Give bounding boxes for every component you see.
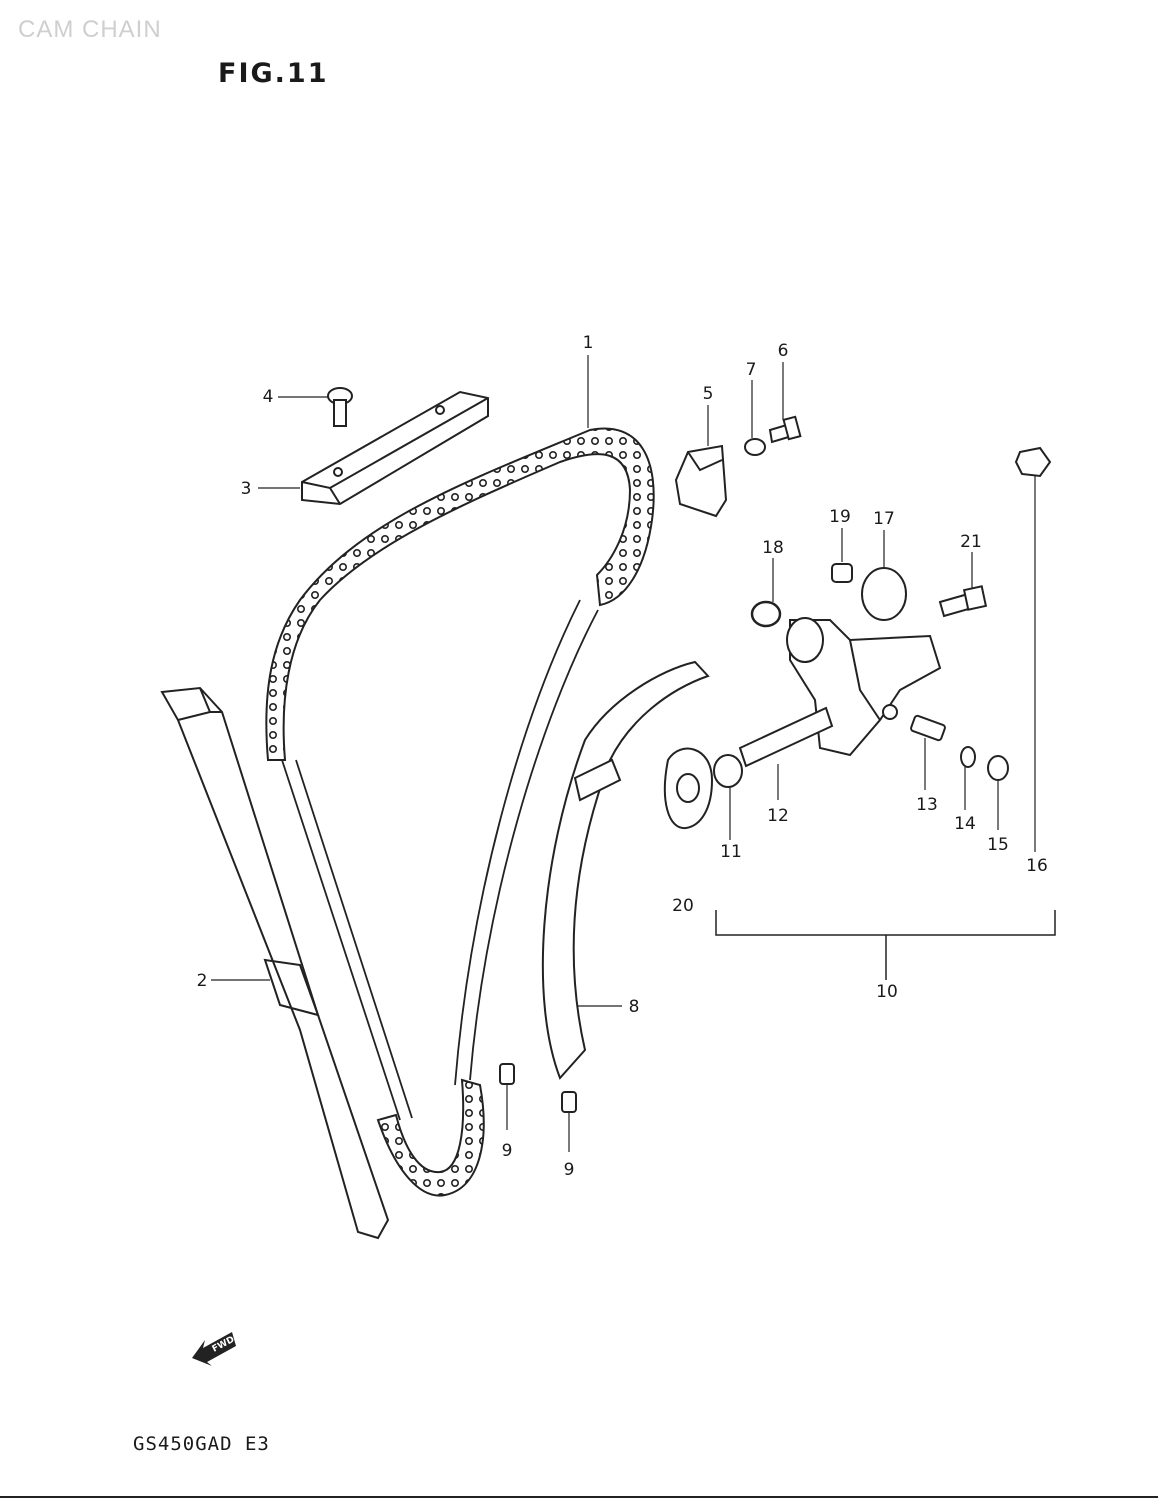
plunger-11 xyxy=(713,754,743,788)
callout-14: 14 xyxy=(954,814,976,834)
callout-21: 21 xyxy=(960,532,982,552)
washer-15 xyxy=(987,755,1009,781)
callout-8: 8 xyxy=(628,997,640,1017)
callout-7: 7 xyxy=(745,360,757,380)
leader-lines xyxy=(211,355,1036,1152)
washer-7 xyxy=(744,438,766,456)
gasket-20 xyxy=(663,747,714,830)
callout-6: 6 xyxy=(777,341,789,361)
callout-15: 15 xyxy=(987,835,1009,855)
stud-13 xyxy=(910,714,946,742)
callout-9b: 9 xyxy=(563,1160,575,1180)
fwd-arrow-icon: FWD xyxy=(192,1332,236,1366)
bolt-6 xyxy=(768,415,802,444)
cushion-block xyxy=(674,444,728,518)
bolt-21 xyxy=(938,585,988,618)
callout-10: 10 xyxy=(876,982,898,1002)
callout-18: 18 xyxy=(762,538,784,558)
ring-14 xyxy=(960,746,976,768)
callout-4: 4 xyxy=(262,387,274,407)
callout-1: 1 xyxy=(582,333,594,353)
dowel-pins xyxy=(499,1063,577,1113)
chain-guide-top xyxy=(301,390,489,506)
cam-chain xyxy=(265,427,655,1197)
nut-16 xyxy=(1014,446,1052,478)
screw-4 xyxy=(327,387,353,427)
o-ring-17 xyxy=(861,567,907,621)
callout-5: 5 xyxy=(702,384,714,404)
chain-guide-rear xyxy=(160,686,390,1240)
assembly-bracket-10 xyxy=(715,910,1056,980)
callout-13: 13 xyxy=(916,795,938,815)
faint-caption: CAM CHAIN xyxy=(18,16,162,43)
callout-16: 16 xyxy=(1026,856,1048,876)
callout-2: 2 xyxy=(196,971,208,991)
callout-12: 12 xyxy=(767,806,789,826)
model-code: GS450GAD E3 xyxy=(133,1433,270,1455)
callout-3: 3 xyxy=(240,479,252,499)
push-rod-12 xyxy=(738,706,834,768)
washer-18 xyxy=(750,600,782,628)
callout-9a: 9 xyxy=(501,1141,513,1161)
callout-19: 19 xyxy=(829,507,851,527)
tensioner-guide xyxy=(541,660,710,1080)
figure-title: FIG.11 xyxy=(218,58,329,89)
callout-20: 20 xyxy=(672,896,694,916)
callout-17: 17 xyxy=(873,509,895,529)
chain-run-strips xyxy=(281,599,599,1121)
spacer-19 xyxy=(831,563,853,583)
page-bottom-rule xyxy=(0,1496,1158,1498)
callout-11: 11 xyxy=(720,842,742,862)
